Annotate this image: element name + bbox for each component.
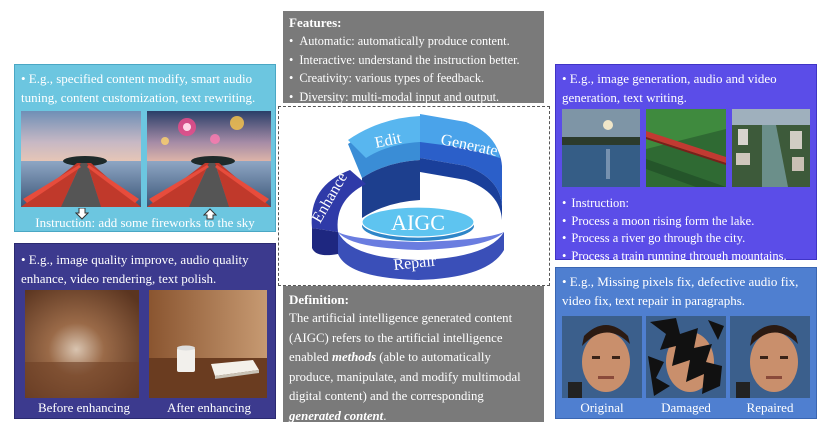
features-list: Automatic: automatically produce content… — [289, 32, 538, 106]
repair-description: • E.g., Missing pixels fix, defective au… — [562, 274, 799, 308]
generate-description: • E.g., image generation, audio and vide… — [562, 71, 777, 105]
blurry-photo — [25, 290, 139, 398]
face-repaired-photo — [730, 316, 810, 398]
definition-line: The artificial intelligence generated co… — [289, 311, 513, 325]
svg-text:Repair: Repair — [393, 253, 438, 274]
enhance-panel: • E.g., image quality improve, audio qua… — [14, 243, 276, 419]
repair-segment: Repair — [338, 232, 504, 280]
repair-panel: • E.g., Missing pixels fix, defective au… — [555, 267, 817, 419]
before-caption: Before enhancing — [37, 400, 131, 415]
definition-line: generated content. — [289, 408, 387, 423]
aigc-wheel: Generate Edit Enhance Repair AIGC — [290, 108, 542, 284]
instruction-item: •Process a train running through mountai… — [562, 248, 787, 263]
instruction-heading: •Instruction: — [562, 196, 630, 210]
feature-creativity: Creativity: various types of feedback. — [289, 69, 538, 88]
face-damaged-photo — [646, 316, 726, 398]
edit-panel: • E.g., specified content modify, smart … — [14, 64, 276, 232]
repaired-caption: Repaired — [746, 400, 794, 415]
edit-description: • E.g., specified content modify, smart … — [21, 71, 256, 105]
feature-automatic: Automatic: automatically produce content… — [289, 32, 538, 51]
generate-segment: Generate — [420, 114, 502, 206]
definition-line: produce, manipulate, and modify multimod… — [289, 369, 521, 384]
after-caption: After enhancing — [166, 400, 252, 415]
instruction-item: •Process a river go through the city. — [562, 231, 746, 245]
center-frame — [278, 106, 550, 286]
features-title: Features: — [289, 15, 342, 30]
definition-panel: Definition: The artificial intelligence … — [283, 286, 544, 423]
svg-text:AIGC: AIGC — [391, 210, 445, 235]
generate-instructions: •Instruction: •Process a moon rising for… — [562, 195, 787, 265]
train-mountain-photo — [646, 109, 726, 187]
methods-emphasis: methods — [332, 350, 377, 364]
feature-diversity: Diversity: multi-modal input and output. — [289, 88, 538, 107]
definition-line: (AIGC) refers to the artificial intellig… — [289, 330, 503, 345]
arrow-down-icon — [74, 207, 90, 225]
edit-segment: Edit — [348, 116, 502, 220]
bridge-photo-original — [21, 111, 141, 207]
enhance-description: • E.g., image quality improve, audio qua… — [21, 252, 249, 286]
features-panel: Features: Automatic: automatically produ… — [283, 11, 544, 106]
svg-text:Edit: Edit — [373, 130, 403, 152]
feature-interactive: Interactive: understand the instruction … — [289, 51, 538, 70]
damaged-caption: Damaged — [661, 400, 711, 415]
bridge-photo-fireworks — [147, 111, 271, 207]
definition-line: digital content) and the corresponding — [289, 389, 484, 403]
definition-title: Definition: — [289, 292, 349, 307]
enhanced-photo — [149, 290, 267, 398]
arrow-up-icon — [202, 207, 218, 225]
moon-lake-photo — [562, 109, 640, 187]
instruction-item: •Process a moon rising form the lake. — [562, 213, 755, 228]
face-original-photo — [562, 316, 642, 398]
edit-caption: Instruction: add some fireworks to the s… — [35, 215, 255, 230]
original-caption: Original — [580, 400, 624, 415]
generate-panel: • E.g., image generation, audio and vide… — [555, 64, 817, 263]
river-city-photo — [732, 109, 810, 187]
definition-line: enabled methods (able to automatically — [289, 350, 491, 364]
generated-content-emphasis: generated content — [289, 408, 384, 423]
definition-body: The artificial intelligence generated co… — [289, 309, 538, 426]
aigc-center: AIGC — [361, 206, 475, 241]
